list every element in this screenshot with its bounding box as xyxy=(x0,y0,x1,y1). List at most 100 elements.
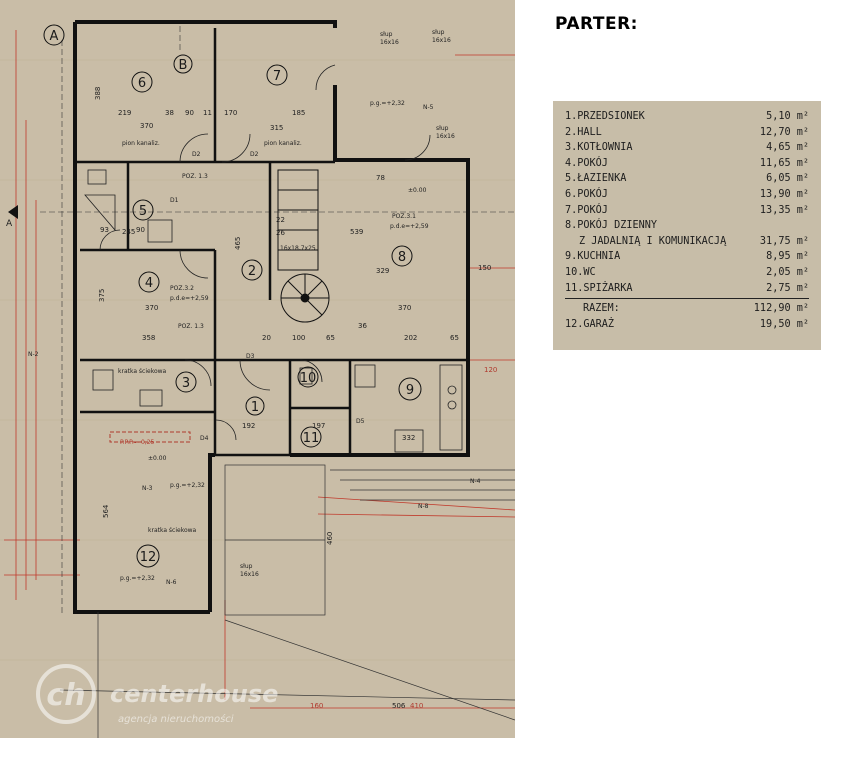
pillar-label-right: słup xyxy=(432,29,445,36)
room-name: 5.ŁAZIENKA xyxy=(565,173,627,185)
room-number-6: 6 xyxy=(138,76,146,91)
watermark-tagline: agencja nieruchomości xyxy=(118,713,234,725)
pillar-size-mid: 16x16 xyxy=(436,133,455,140)
garage-area: 19,50 m² xyxy=(759,318,809,330)
dimension-numbers: 370 315 185 219 38 90 11 170 388 245 539… xyxy=(94,87,497,710)
room-name: 9.KUCHNIA xyxy=(565,251,621,263)
watermark: ch centerhouse agencja nieruchomości xyxy=(36,664,278,725)
dim-93: 93 xyxy=(100,226,109,234)
dim-202: 202 xyxy=(404,334,417,342)
room-number-5: 5 xyxy=(139,204,147,219)
room-name: Z JADALNIĄ I KOMUNIKACJĄ xyxy=(579,235,727,247)
level-pde-2: p.d.e=+2,59 xyxy=(390,223,429,230)
dim-370-b: 370 xyxy=(145,304,158,312)
dim-38: 38 xyxy=(165,109,174,117)
floor-plan-drawing: A B 1 2 3 4 5 6 7 8 9 10 11 12 słup 16x1… xyxy=(0,20,515,738)
interior-walls xyxy=(75,28,470,457)
dim-315-a: 315 xyxy=(270,124,283,132)
total-area: 112,90 m² xyxy=(753,303,809,315)
dim-564: 564 xyxy=(102,504,110,518)
dim-65-a: 65 xyxy=(326,334,335,342)
dim-22: 22 xyxy=(276,216,285,224)
section-n5: N-5 xyxy=(423,104,434,111)
section-n3: N-3 xyxy=(142,485,153,492)
table-row: 3.KOTŁOWNIA 4,65 m² xyxy=(565,140,809,156)
dim-332: 332 xyxy=(402,434,415,442)
table-divider xyxy=(565,298,809,300)
pipe-label-left: pion kanaliz. xyxy=(122,140,160,147)
level-zero-garage: ±0.00 xyxy=(148,455,167,462)
pillar-size-right: 16x16 xyxy=(432,37,451,44)
room-number-3: 3 xyxy=(182,376,190,391)
level-pg: p.g.=+2,32 xyxy=(370,100,405,107)
room-name: 3.KOTŁOWNIA xyxy=(565,142,633,154)
door-d1: D1 xyxy=(170,197,179,204)
dim-36: 36 xyxy=(358,322,367,330)
room-area: 13,35 m² xyxy=(759,204,809,216)
room-area: 4,65 m² xyxy=(766,142,809,154)
dim-192: 192 xyxy=(242,422,255,430)
dim-90-a: 90 xyxy=(185,109,194,117)
dim-245: 245 xyxy=(122,228,135,236)
section-n2: N-2 xyxy=(28,351,39,358)
dim-185: 185 xyxy=(292,109,305,117)
room-name: 6.POKÓJ xyxy=(565,188,608,200)
section-n8: N-8 xyxy=(418,503,429,510)
fixtures xyxy=(84,169,463,453)
room-name: 1.PRZEDSIONEK xyxy=(565,111,645,122)
dim-120: 120 xyxy=(484,366,497,374)
dim-78: 78 xyxy=(376,174,385,182)
grid-label-b: B xyxy=(179,58,188,73)
table-row: 10.WC 2,05 m² xyxy=(565,265,809,281)
pillar-label-mid: słup xyxy=(436,125,449,132)
room-area: 6,05 m² xyxy=(766,173,809,185)
room-area: 8,95 m² xyxy=(766,251,809,263)
floor-title: PARTER: xyxy=(555,14,638,34)
plan-annotations: słup 16x16 słup 16x16 słup 16x16 słup 16… xyxy=(28,29,481,586)
grid-label-a: A xyxy=(50,29,59,44)
room-area: 2,05 m² xyxy=(766,266,809,278)
total-label: RAZEM: xyxy=(583,303,620,315)
level-pde: p.d.e=+2,59 xyxy=(170,295,209,302)
dim-90-b: 90 xyxy=(136,226,145,234)
dim-150: 150 xyxy=(478,264,491,272)
dim-329: 329 xyxy=(376,267,389,275)
door-swings xyxy=(99,64,431,441)
dim-370-a: 370 xyxy=(140,122,153,130)
room-name: 8.POKÓJ DZIENNY xyxy=(565,220,658,232)
door-d2-a: D2 xyxy=(192,151,201,158)
dim-375: 375 xyxy=(98,289,106,302)
section-arrow-a-label: A xyxy=(6,219,13,229)
room-area: 2,75 m² xyxy=(766,282,809,294)
dim-170: 170 xyxy=(224,109,237,117)
pillar-size-top: 16x16 xyxy=(380,39,399,46)
room-number-9: 9 xyxy=(406,383,414,398)
table-row: 5.ŁAZIENKA 6,05 m² xyxy=(565,171,809,187)
pillar-label-top: słup xyxy=(380,31,393,38)
section-n4: N-4 xyxy=(470,478,481,485)
exterior-walls xyxy=(73,20,470,614)
total-row: RAZEM: 112,90 m² xyxy=(565,301,809,317)
watermark-logo: ch xyxy=(46,678,85,713)
room-number-8: 8 xyxy=(398,250,406,265)
level-pg-garage: p.g.=+2,32 xyxy=(170,482,205,489)
red-dimension-lines xyxy=(4,30,515,709)
dim-100: 100 xyxy=(292,334,305,342)
beam-label-31: POZ.3.1 xyxy=(392,213,416,220)
door-d3: D3 xyxy=(246,353,255,360)
room-name: 2.HALL xyxy=(565,126,602,138)
level-ppp: P.P.P.=-0,25 xyxy=(120,439,155,446)
door-d5: D5 xyxy=(356,418,365,425)
pipe-label-right: pion kanaliz. xyxy=(264,140,302,147)
room-name: 10.WC xyxy=(565,266,596,278)
dim-506: 506 xyxy=(392,702,406,710)
dim-160: 160 xyxy=(310,702,323,710)
dim-539: 539 xyxy=(350,228,363,236)
